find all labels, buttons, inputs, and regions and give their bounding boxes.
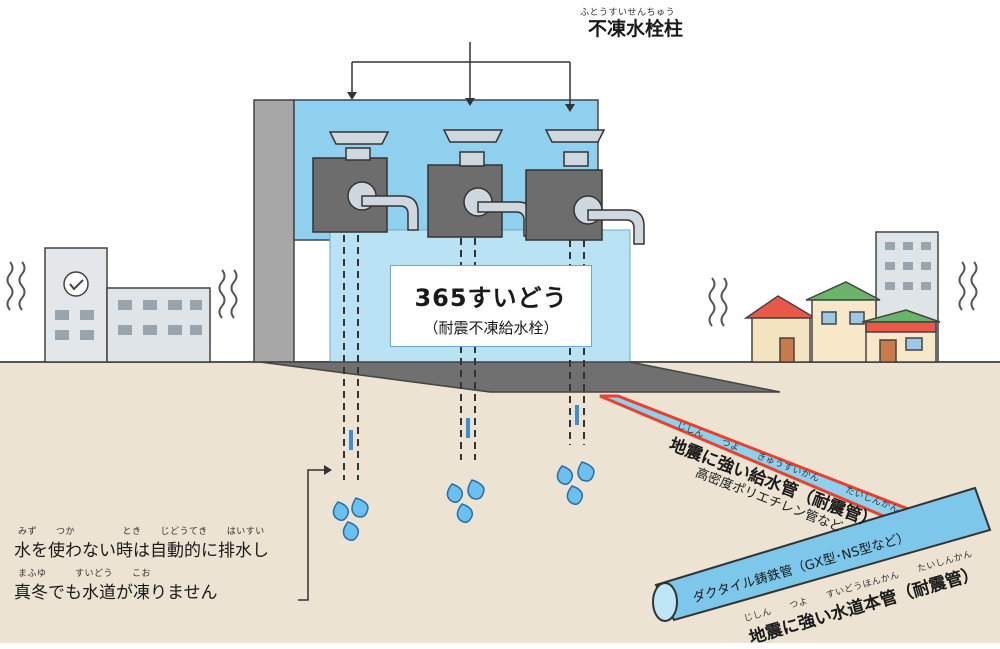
- drain-note-line-1: 水を使わない時は自動的に排水し: [14, 541, 269, 561]
- title-arrows: [351, 42, 571, 104]
- vibration-lines-right: [708, 261, 978, 327]
- school-building: [44, 247, 211, 363]
- pillar-body: [253, 99, 781, 393]
- main-pipe: [652, 486, 992, 622]
- product-sign: 365すいどう （耐震不凍給水栓）: [390, 265, 592, 347]
- vibration-lines-left: [6, 261, 238, 319]
- title-label: 不凍水栓柱: [588, 18, 684, 40]
- faucet-1: [312, 131, 419, 233]
- clock-icon: [63, 271, 89, 297]
- ground: [0, 362, 1000, 643]
- drain-note-ruby-1: みず つか とき じどうてき はいすい: [18, 527, 265, 537]
- title-ruby: ふとうすいせんちゅう: [580, 8, 676, 18]
- water-drops: [332, 461, 595, 541]
- sign-main: 365すいどう: [414, 284, 568, 312]
- faucet-2: [427, 129, 535, 238]
- water-flow-marks: [349, 405, 579, 450]
- note-bracket: [298, 469, 330, 601]
- drain-note-ruby-2: まふゆ すいどう こお: [18, 569, 152, 579]
- faucet-3: [525, 129, 645, 245]
- drain-note-line-2: 真冬でも水道が凍りません: [14, 583, 218, 603]
- houses: [743, 281, 941, 363]
- sign-sub: （耐震不凍給水栓）: [423, 319, 559, 337]
